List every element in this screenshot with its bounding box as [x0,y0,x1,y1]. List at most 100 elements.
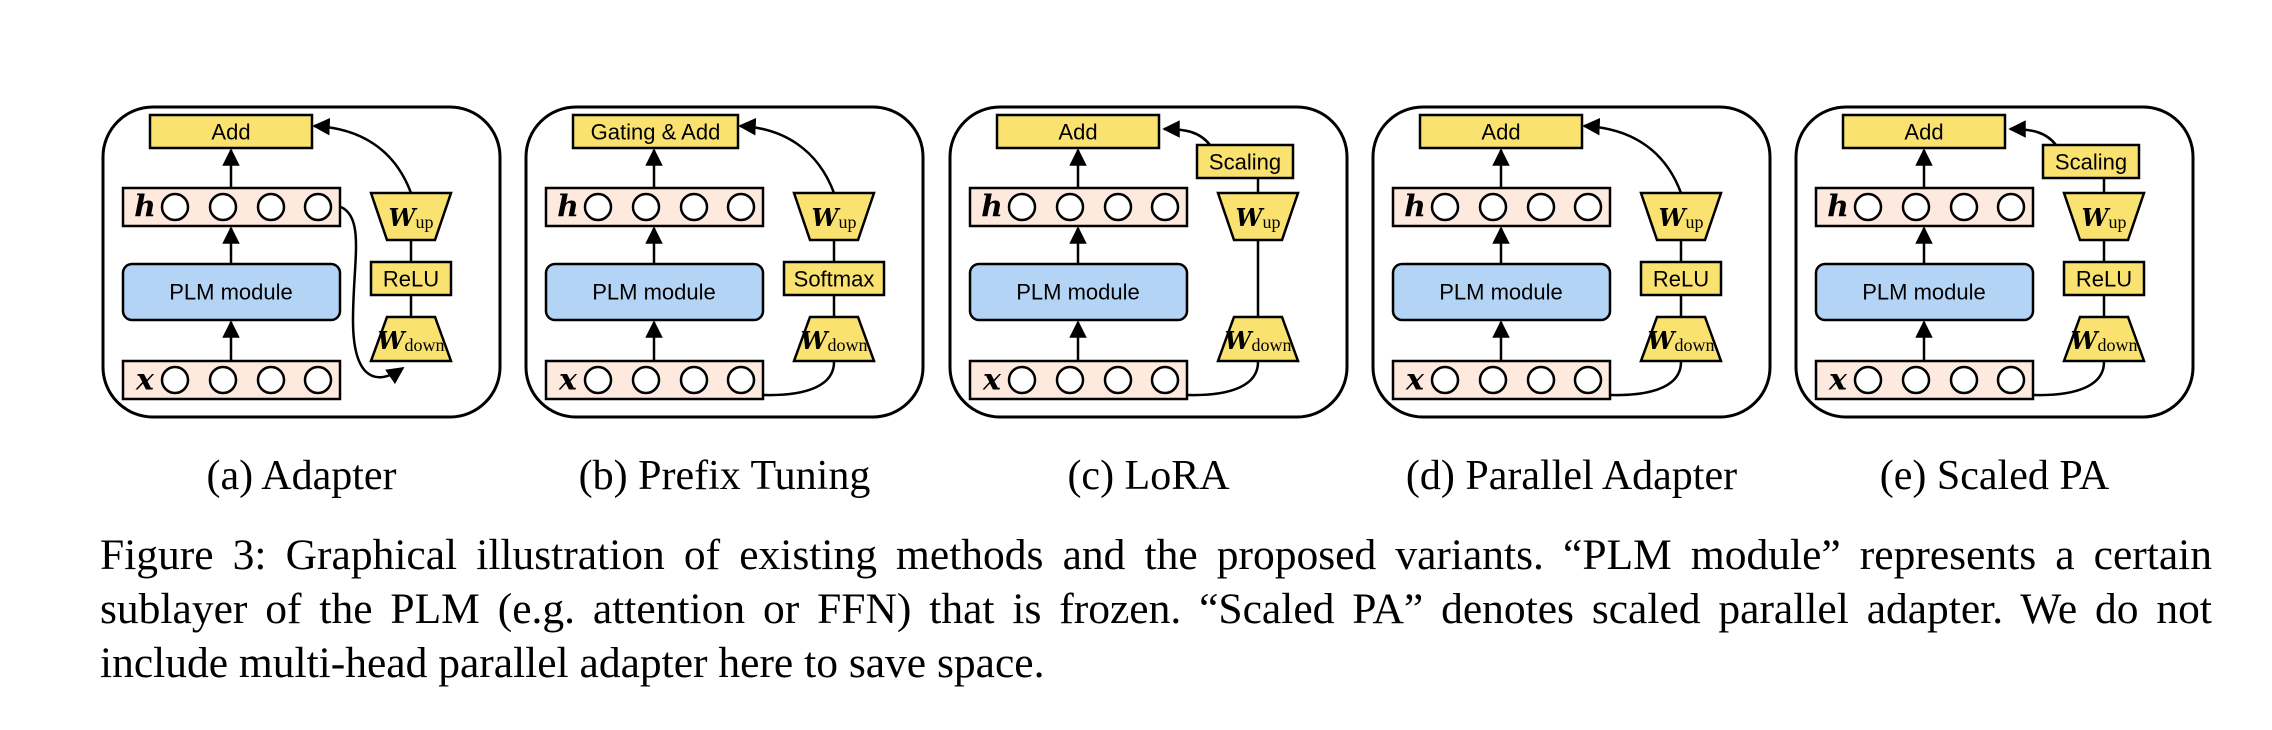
hidden-var-label: h [1827,190,1849,225]
w-up-block [369,191,453,242]
w-up-label: Wup [2082,203,2127,233]
w-up-label: Wup [1659,203,1704,233]
activation-label: Softmax [794,267,875,292]
hidden-neuron [1430,192,1460,222]
hidden-neuron [1901,192,1931,222]
input-neuron [1901,365,1931,395]
input-neuron [1055,365,1085,395]
scaling-label: Scaling [2055,150,2127,175]
scaling-box [1195,143,1295,180]
panel-caption: (d) Parallel Adapter [1406,453,1737,499]
activation-box [2062,260,2146,297]
input-neuron [679,365,709,395]
input-neuron [1150,365,1180,395]
hidden-neuron [1573,192,1603,222]
combine-label: Add [1904,120,1943,145]
input-var-label: x [135,363,155,398]
connector-input-to-down [763,361,836,397]
hidden-neuron [679,192,709,222]
connector-input-to-down [2033,361,2106,397]
w-up-block [1639,191,1723,242]
input-neuron [583,365,613,395]
activation-label: ReLU [1653,267,1709,292]
figure-caption: Figure 3: Graphical illustration of exis… [100,531,2212,687]
panel-caption: (a) Adapter [206,453,396,499]
plm-module-label: PLM module [1439,280,1563,305]
activation-box [369,260,453,297]
activation-label: ReLU [2076,267,2132,292]
input-neuron [1853,365,1883,395]
input-neuron [1573,365,1603,395]
w-down-label: Wdown [2071,326,2138,356]
panel-caption: (c) LoRA [1067,453,1230,499]
input-neuron [1007,365,1037,395]
hidden-neuron [256,192,286,222]
input-neuron [160,365,190,395]
plm-module-label: PLM module [1016,280,1140,305]
w-down-block [2062,315,2146,363]
activation-box [1639,260,1723,297]
w-up-block [792,191,876,242]
combine-box [148,113,314,150]
panel-caption: (e) Scaled PA [1880,453,2110,499]
w-up-label: Wup [1236,203,1281,233]
input-neuron [208,365,238,395]
connector-input-to-down [1187,361,1260,397]
hidden-var-label: h [981,190,1003,225]
connector-input-to-down [1610,361,1683,397]
combine-label: Gating & Add [591,120,721,145]
input-neuron [303,365,333,395]
input-neuron [726,365,756,395]
hidden-var-label: h [1404,190,1426,225]
hidden-neuron [1996,192,2026,222]
w-down-block [369,315,453,363]
combine-label: Add [211,120,250,145]
combine-box [571,113,740,150]
input-neuron [1526,365,1556,395]
w-up-label: Wup [389,203,434,233]
hidden-neuron [726,192,756,222]
arrow-up-to-combine [1582,117,1683,194]
activation-box [782,260,886,297]
input-neuron [1996,365,2026,395]
hidden-neuron [1103,192,1133,222]
hidden-neuron [583,192,613,222]
scaling-label: Scaling [1209,150,1281,175]
input-var-label: x [1405,363,1425,398]
plm-module-label: PLM module [1862,280,1986,305]
panel-caption: (b) Prefix Tuning [579,453,871,499]
combine-box [995,113,1161,150]
input-neuron [1949,365,1979,395]
input-var-label: x [1828,363,1848,398]
w-down-block [1639,315,1723,363]
combine-label: Add [1058,120,1097,145]
hidden-neuron [160,192,190,222]
arrow-hidden-to-down [340,205,405,385]
w-up-block [2062,191,2146,242]
arrow-scaling-to-combine [2008,120,2057,146]
arrow-up-to-combine [738,117,836,194]
arrow-scaling-to-combine [1162,120,1211,146]
combine-label: Add [1481,120,1520,145]
hidden-var-label: h [134,190,156,225]
w-down-label: Wdown [801,326,868,356]
w-down-label: Wdown [1225,326,1292,356]
hidden-neuron [1853,192,1883,222]
hidden-var-label: h [557,190,579,225]
w-down-block [792,315,876,363]
input-neuron [631,365,661,395]
input-var-label: x [982,363,1002,398]
plm-module-label: PLM module [169,280,293,305]
combine-box [1418,113,1584,150]
hidden-neuron [1526,192,1556,222]
plm-module-label: PLM module [592,280,716,305]
input-neuron [1430,365,1460,395]
w-down-label: Wdown [378,326,445,356]
combine-box [1841,113,2007,150]
arrow-up-to-combine [312,117,413,194]
